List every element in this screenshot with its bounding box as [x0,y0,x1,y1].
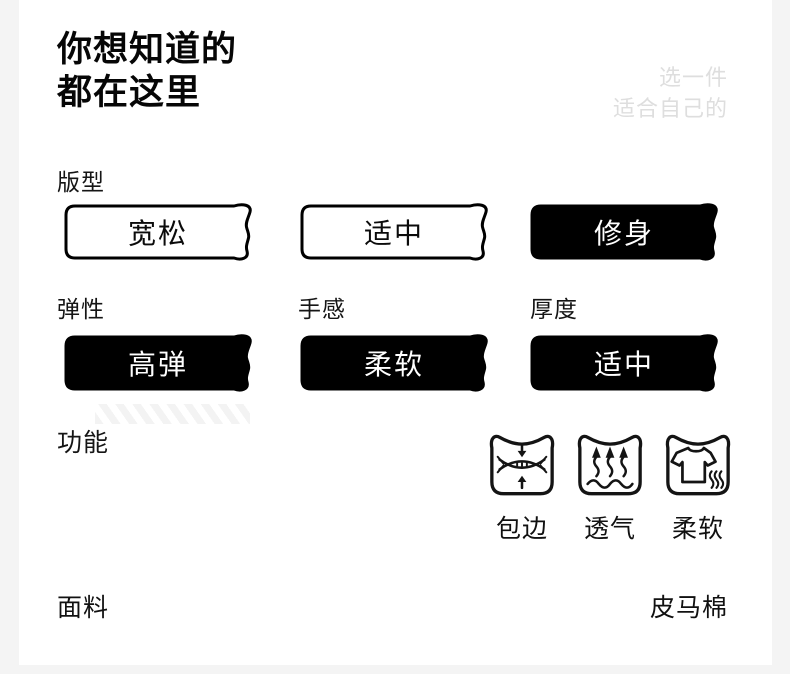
fit-option-regular[interactable]: 适中 [298,203,498,261]
feel-value-chip: 柔软 [298,334,498,392]
tagline-line1: 选一件 [658,65,728,90]
features-section-label: 功能 [57,429,110,457]
elasticity-label: 弹性 [57,296,105,322]
feel-label: 手感 [298,296,346,322]
edge-binding-icon [489,434,555,496]
chip-shape [300,334,488,392]
page-title: 你想知道的 都在这里 [57,28,237,114]
fit-option-label: 宽松 [127,218,188,249]
zigzag-decoration [95,404,250,424]
feature-box-soft [663,430,733,501]
chip-shape [64,334,252,392]
fit-option-label: 适中 [363,218,424,249]
thickness-label: 厚度 [530,296,578,322]
page-title-line1: 你想知道的 [57,30,238,69]
soft-icon [665,434,731,496]
feature-caption-soft: 柔软 [671,515,724,543]
feature-box-binding [487,430,557,501]
chip-shape [300,203,488,261]
elasticity-value: 高弹 [127,349,188,380]
fabric-value: 皮马棉 [649,594,728,622]
feature-box-breathable [575,430,645,501]
elasticity-value-chip: 高弹 [62,334,262,392]
thickness-value-chip: 适中 [528,334,728,392]
feel-value: 柔软 [363,349,424,380]
product-info-card: 你想知道的 都在这里 选一件 适合自己的 版型 宽松 适中 修身 弹性 手感 厚… [19,0,772,665]
chip-shape [530,334,718,392]
fit-section-label: 版型 [57,169,105,195]
fit-option-label: 修身 [593,218,654,249]
chip-shape [64,203,252,261]
page-title-line2: 都在这里 [57,73,202,112]
fit-option-slim-selected[interactable]: 修身 [528,203,728,261]
fabric-label: 面料 [57,594,110,622]
chip-shape [530,203,718,261]
feature-caption-breathable: 透气 [583,515,636,543]
fit-option-loose[interactable]: 宽松 [62,203,262,261]
thickness-value: 适中 [593,349,654,380]
breathable-icon [577,434,643,496]
feature-caption-binding: 包边 [495,515,548,543]
tagline-line2: 适合自己的 [612,96,728,121]
tagline: 选一件 适合自己的 [613,62,728,124]
